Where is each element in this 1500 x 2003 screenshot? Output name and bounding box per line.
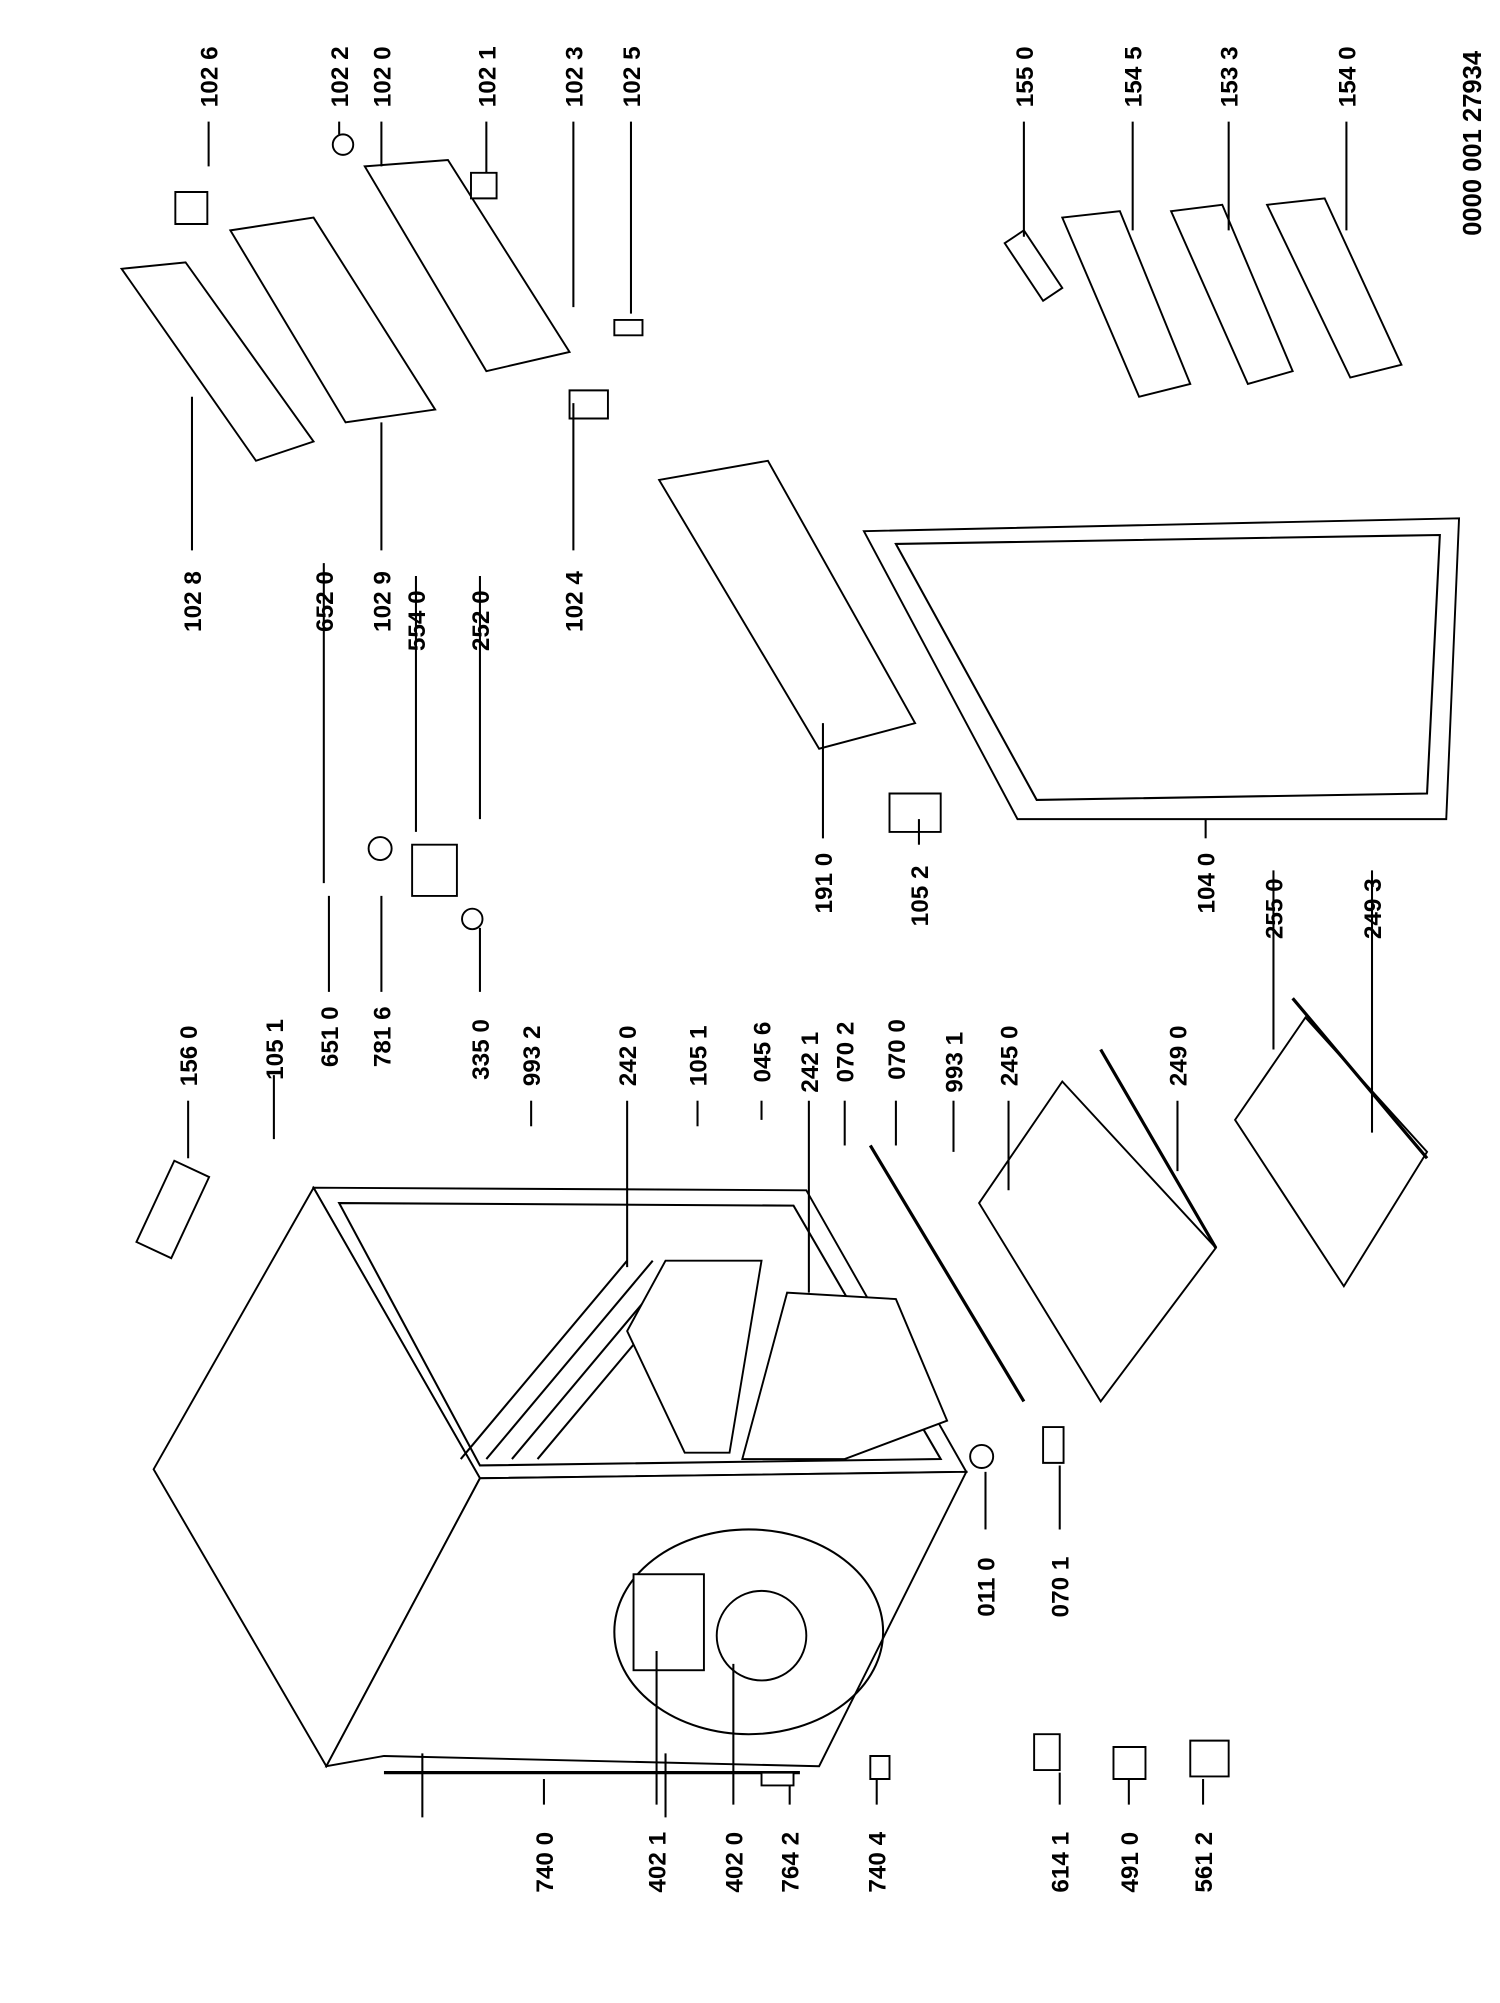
part-label: 102 0 xyxy=(369,46,396,107)
part-label: 045 6 xyxy=(749,1022,776,1083)
part-label: 764 2 xyxy=(778,1832,805,1893)
part-label: 993 1 xyxy=(941,1032,968,1093)
part-label: 740 4 xyxy=(865,1831,892,1892)
part-label: 070 0 xyxy=(884,1019,911,1080)
part-label: 561 2 xyxy=(1191,1832,1218,1893)
part-label: 154 5 xyxy=(1121,46,1148,107)
part-label: 102 9 xyxy=(369,571,396,632)
part-label: 102 5 xyxy=(619,46,646,107)
part-label: 242 0 xyxy=(615,1025,642,1086)
cabinet xyxy=(152,1185,968,1818)
part-label: 011 0 xyxy=(973,1557,1000,1616)
door-shelves xyxy=(1003,197,1403,398)
part-label: 102 3 xyxy=(561,46,588,107)
part-label: 102 2 xyxy=(327,46,354,107)
part-label: 070 2 xyxy=(833,1022,860,1083)
part-label: 154 0 xyxy=(1334,46,1361,107)
part-label: 105 1 xyxy=(262,1019,289,1080)
part-label: 191 0 xyxy=(811,853,838,914)
part-label: 252 0 xyxy=(468,590,495,651)
drawing-code: 0000 001 27934 xyxy=(1459,50,1487,236)
part-label: 104 0 xyxy=(1194,853,1221,914)
evaporator-cover xyxy=(119,158,572,462)
part-label: 105 2 xyxy=(907,866,934,927)
glass-shelves xyxy=(868,997,1429,1404)
part-label: 614 1 xyxy=(1048,1832,1075,1893)
part-label: 781 6 xyxy=(369,1006,396,1067)
part-label: 993 2 xyxy=(519,1025,546,1086)
part-label: 102 6 xyxy=(197,46,224,107)
part-label: 153 3 xyxy=(1217,46,1244,107)
part-label: 402 1 xyxy=(645,1832,672,1893)
part-label: 070 1 xyxy=(1048,1557,1075,1618)
part-label: 255 0 xyxy=(1261,878,1288,939)
part-label: 105 1 xyxy=(685,1025,712,1086)
relay-box xyxy=(632,1573,705,1672)
part-label: 651 0 xyxy=(317,1006,344,1067)
part-label: 491 0 xyxy=(1117,1832,1144,1893)
leader-lines xyxy=(187,121,1374,1805)
part-label: 652 0 xyxy=(312,571,339,632)
part-label: 102 4 xyxy=(561,571,588,632)
part-label: 155 0 xyxy=(1012,46,1039,107)
small-parts xyxy=(135,133,1230,1787)
part-label: 249 3 xyxy=(1360,878,1387,939)
part-label: 102 1 xyxy=(474,46,501,107)
part-label: 102 8 xyxy=(180,571,207,632)
part-label: 335 0 xyxy=(468,1019,495,1080)
compressor xyxy=(715,1589,808,1682)
part-label: 740 0 xyxy=(532,1832,559,1893)
part-label: 402 0 xyxy=(721,1832,748,1893)
part-label: 242 1 xyxy=(797,1032,824,1093)
door xyxy=(657,459,1461,821)
part-label: 249 0 xyxy=(1165,1025,1192,1086)
part-label: 554 0 xyxy=(404,590,431,651)
part-label: 245 0 xyxy=(996,1025,1023,1086)
part-label: 156 0 xyxy=(176,1025,203,1086)
part-labels: 0000 001 27934 102 6 102 2 102 0 102 1 102 3… xyxy=(176,46,1487,1892)
